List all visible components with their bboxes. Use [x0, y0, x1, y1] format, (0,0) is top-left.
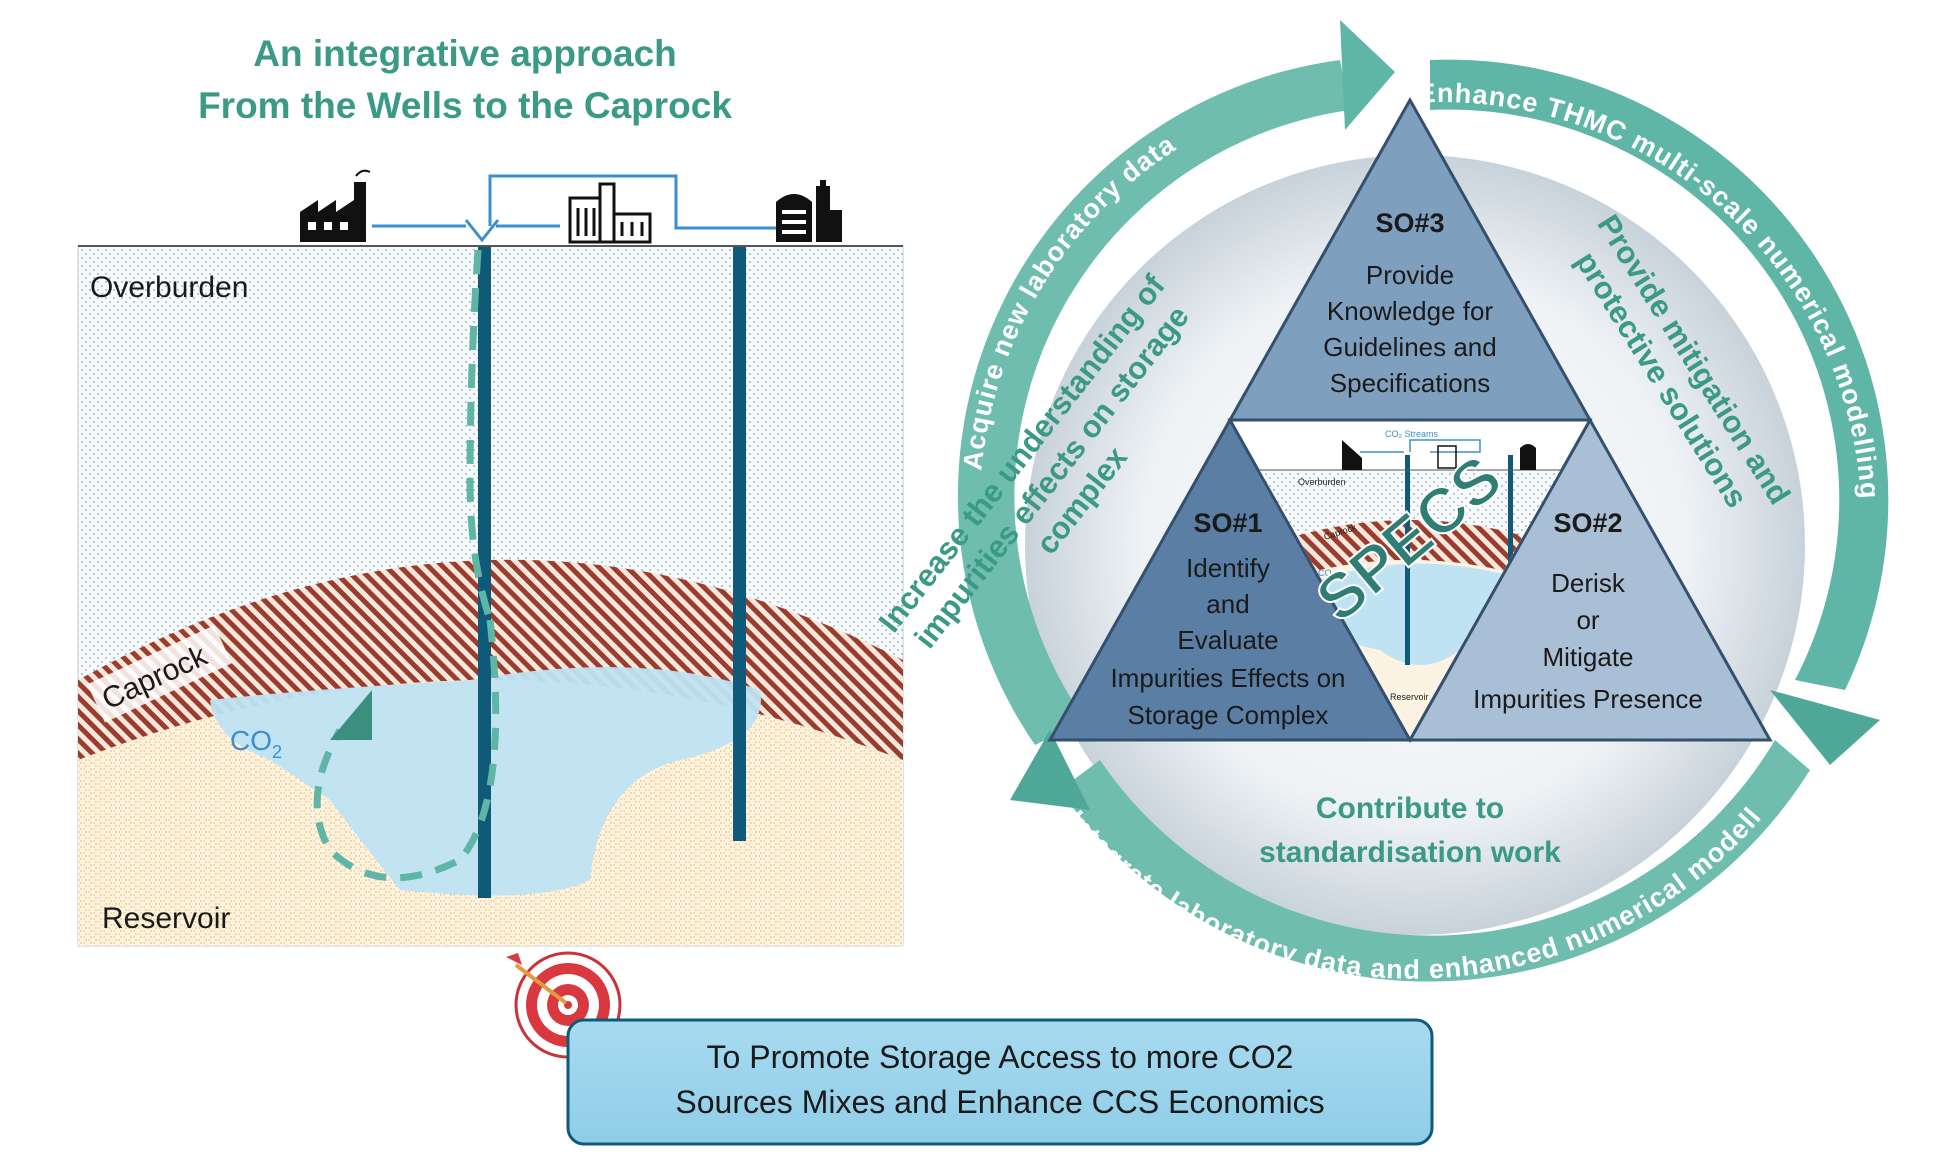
- arc-arrow-top-left: [1340, 20, 1395, 130]
- so1-line-1: Identify: [1186, 553, 1270, 583]
- goal-line-2: Sources Mixes and Enhance CCS Economics: [675, 1084, 1324, 1120]
- mini-reservoir-label: Reservoir: [1390, 692, 1429, 702]
- co2-label: CO2: [230, 725, 282, 762]
- industrial-plant-icon: [568, 182, 652, 244]
- so1-line-3: Evaluate: [1177, 625, 1278, 655]
- so3-line-3: Guidelines and: [1323, 332, 1496, 362]
- injection-well: [478, 246, 491, 898]
- co2-flow-loop: [313, 619, 500, 882]
- bottom-green-line-1: Contribute to: [1316, 792, 1504, 825]
- mini-co2-label: CO₂: [1318, 568, 1336, 578]
- co2-flow-upward: [466, 249, 494, 622]
- so2-line-3: Mitigate: [1542, 642, 1633, 672]
- arc-band-bottom: [1060, 740, 1810, 982]
- so3-title: SO#3: [1375, 208, 1444, 238]
- so3-line-1: Provide: [1366, 260, 1454, 290]
- overburden-label: Overburden: [90, 271, 248, 304]
- goal-box: [566, 1018, 1434, 1146]
- so1-title: SO#1: [1193, 508, 1262, 538]
- title-line-2: From the Wells to the Caprock: [198, 85, 732, 126]
- so1-line-2: and: [1206, 589, 1249, 619]
- so1-line-4: Impurities Effects on: [1110, 663, 1345, 693]
- refinery-icon: [776, 180, 842, 242]
- pipe-right: [488, 174, 780, 230]
- mini-streams-label: CO₂ Streams: [1385, 429, 1439, 439]
- mini-overburden-label: Overburden: [1298, 477, 1346, 487]
- so2-line-4: Impurities Presence: [1473, 684, 1703, 714]
- reservoir-label: Reservoir: [102, 902, 230, 935]
- so2-line-2: or: [1576, 605, 1599, 635]
- bottom-green-line-2: standardisation work: [1259, 836, 1561, 869]
- monitoring-well: [733, 246, 746, 841]
- arc-arrow-top-right: [1770, 690, 1880, 765]
- so3-line-2: Knowledge for: [1327, 296, 1494, 326]
- arc-arrow-bottom: [1010, 730, 1090, 810]
- co2-flow-arrowhead: [330, 690, 372, 740]
- so2-title: SO#2: [1553, 508, 1622, 538]
- arc-band-top-left: [957, 60, 1350, 745]
- factory-icon: [300, 169, 371, 242]
- title-line-1: An integrative approach: [253, 33, 677, 74]
- pipe-junction-arrow: [464, 219, 500, 243]
- so1-line-5: Storage Complex: [1128, 700, 1329, 730]
- arc-band-top-right: [1430, 59, 1889, 691]
- goal-line-1: To Promote Storage Access to more CO2: [707, 1039, 1294, 1075]
- so2-line-1: Derisk: [1551, 568, 1626, 598]
- so3-line-4: Specifications: [1330, 368, 1490, 398]
